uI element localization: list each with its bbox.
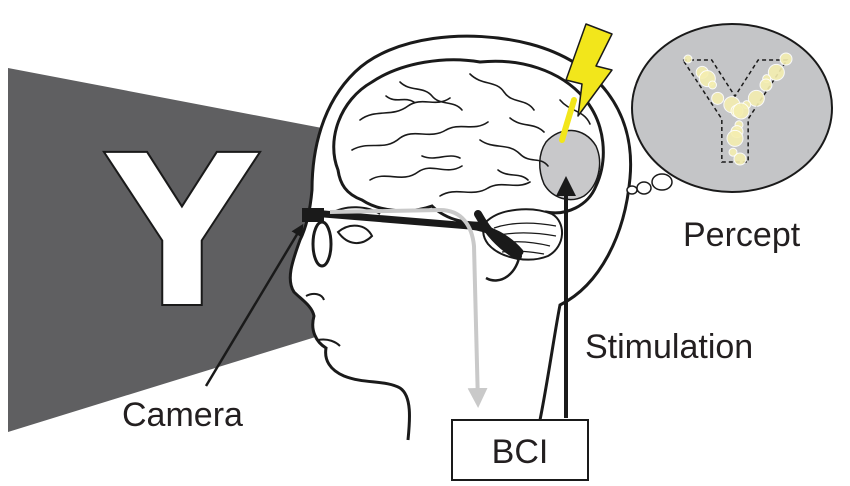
visual-field-screen (8, 68, 322, 432)
phosphene-dot (747, 89, 765, 107)
eye (336, 224, 374, 244)
phosphene-dot (728, 147, 738, 157)
phosphene-dot (767, 63, 785, 81)
lightning-bolt-icon (565, 23, 613, 117)
bci-box (451, 419, 589, 481)
phosphene-dot (779, 52, 793, 66)
camera-label: Camera (122, 396, 243, 434)
stimulation-label: Stimulation (585, 328, 753, 366)
nostril (305, 292, 325, 301)
phosphene-dot (726, 129, 744, 147)
screen-letter: Y (103, 110, 261, 355)
phosphene-dot (683, 54, 693, 64)
bci-label: BCI (492, 433, 549, 471)
phosphene-dots (683, 52, 793, 166)
phosphene-dot (711, 91, 725, 105)
percept-thought-bubble: Y (626, 23, 833, 197)
brain-gyri (351, 73, 591, 197)
percept-label: Percept (683, 216, 801, 254)
phosphene-dot (732, 102, 750, 120)
visual-cortex (539, 129, 601, 201)
mouth (317, 338, 341, 347)
camera-signal-arrow (329, 207, 488, 408)
phosphene-dot (733, 152, 747, 166)
phosphene-dot (708, 80, 717, 90)
camera-pointer-arrow (204, 223, 304, 387)
brainstem (474, 210, 522, 260)
phosphene-dot (759, 78, 773, 92)
bolt-tip (559, 97, 577, 143)
